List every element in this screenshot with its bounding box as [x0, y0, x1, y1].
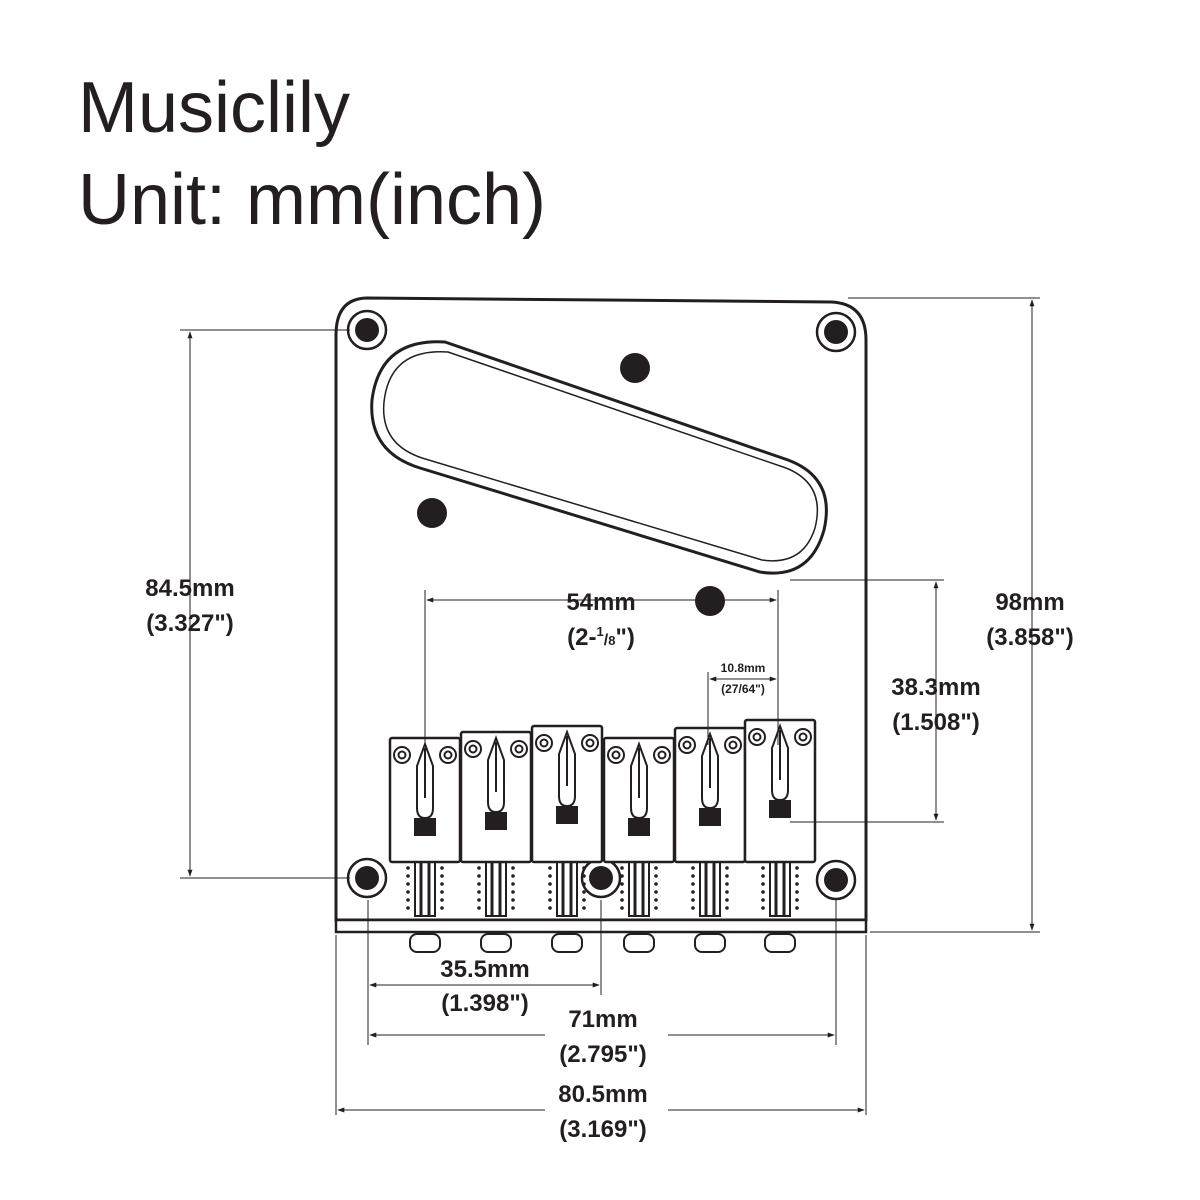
dim-71-inch: (2.795") [559, 1041, 646, 1068]
mounting-hole-bottom-center [580, 857, 622, 899]
saddle [602, 736, 676, 917]
string-ferrule-slot [409, 933, 441, 953]
dimension-labels: 98mm (3.858") 84.5mm (3.327") 54mm (2-1/… [145, 575, 1073, 1143]
mounting-hole-bottom-left [346, 857, 388, 899]
dim-38-3-inch: (1.508") [892, 709, 979, 736]
dim-80-5-mm: 80.5mm [558, 1081, 647, 1108]
saddle [743, 718, 817, 917]
pickup-cavity-inner [382, 351, 819, 562]
brand-title: Musiclily [78, 68, 351, 148]
dim-98-mm: 98mm [995, 589, 1064, 616]
mounting-holes [346, 309, 857, 901]
dim-54-mm: 54mm [566, 589, 635, 616]
mounting-hole-top-left [346, 309, 388, 351]
dim-54-inch: (2-1/8") [567, 624, 635, 651]
dim-35-5-mm: 35.5mm [440, 956, 529, 983]
dim-84-5-inch: (3.327") [146, 610, 233, 637]
saddle [459, 730, 533, 917]
string-ferrule-slot [480, 933, 512, 953]
saddles [388, 718, 817, 917]
pickup-screw-hole [620, 353, 650, 383]
dim-10-8-inch: (27/64") [721, 682, 765, 696]
dim-80-5-inch: (3.169") [559, 1116, 646, 1143]
dimension-lines [180, 297, 1040, 1115]
saddle [530, 724, 604, 917]
mounting-hole-bottom-right [815, 859, 857, 901]
pickup-cavity [370, 340, 828, 575]
unit-label: Unit: mm(inch) [78, 160, 547, 240]
string-ferrule-slot [694, 933, 726, 953]
string-ferrule-slot [551, 933, 583, 953]
dim-98-inch: (3.858") [986, 624, 1073, 651]
dim-10-8-mm: 10.8mm [721, 661, 766, 675]
dim-38-3-mm: 38.3mm [891, 674, 980, 701]
mounting-hole-top-right [815, 311, 857, 353]
dim-35-5-inch: (1.398") [441, 990, 528, 1017]
dim-84-5-mm: 84.5mm [145, 575, 234, 602]
dim-71-mm: 71mm [568, 1006, 637, 1033]
pickup-screw-hole [417, 498, 447, 528]
string-ferrule-slot [623, 933, 655, 953]
string-ferrule-slot [764, 933, 796, 953]
pickup-screw-hole [695, 586, 725, 616]
